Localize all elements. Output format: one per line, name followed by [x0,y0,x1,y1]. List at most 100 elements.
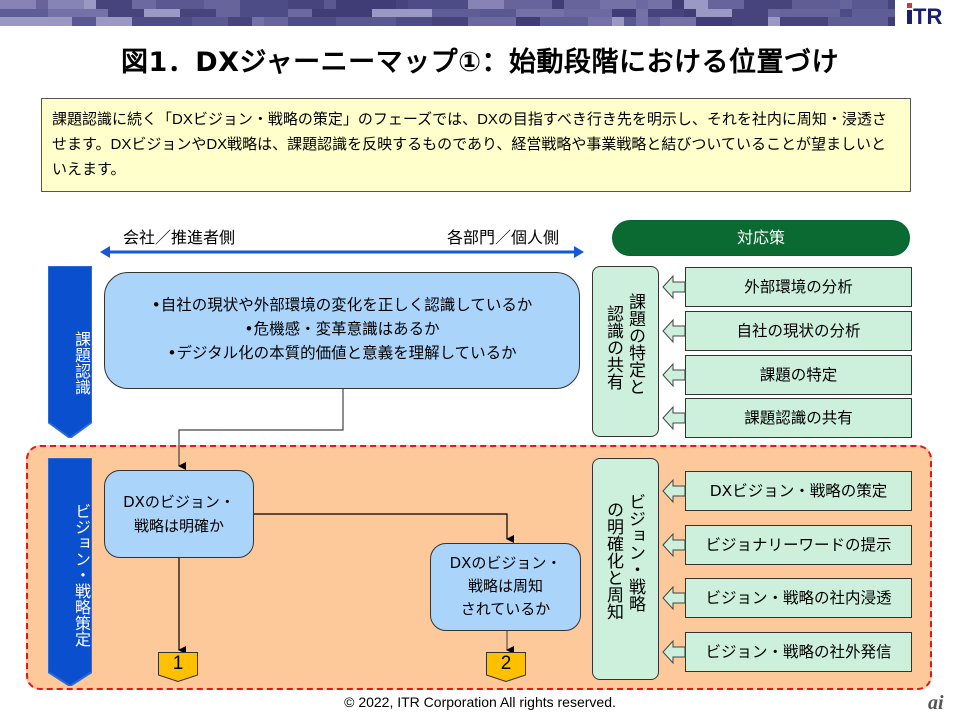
measure-item: 課題の特定 [685,355,912,395]
left-arrow-icon [662,362,686,388]
banner-tile [336,0,396,9]
banner-tile [396,17,432,26]
measure-item: ビジョン・戦略の社内浸透 [685,578,912,618]
copyright-footer: © 2022, ITR Corporation All rights reser… [344,694,616,710]
double-arrow-axis [100,246,584,258]
banner-tile [684,8,696,18]
banner-tile [204,0,240,9]
banner-tile [888,0,895,9]
banner-tile [768,8,780,18]
banner-tile [324,0,336,9]
banner-tile [228,17,252,26]
group-vision-clarification: ビジョン・戦略 の明確化と周知 [592,458,659,680]
banner-tile [696,8,732,18]
banner-tile [396,0,408,9]
marker-2: 2 [486,652,526,683]
banner-tile [552,0,564,9]
banner-tile [504,0,552,9]
issue-line: •デジタル化の本質的価値と意義を理解しているか [167,344,517,362]
left-arrow-icon [662,478,686,504]
left-arrow-icon [662,639,686,665]
axis-right-label: 各部門／個人側 [447,228,560,247]
banner-tile [240,8,288,18]
group-label-col1: ビジョン・戦略 [625,493,645,612]
banner-tile [540,8,564,18]
banner-tile [48,17,72,26]
banner-tile [84,0,96,9]
question-line: DXのビジョン・ [123,493,235,511]
itr-logo: TR [905,0,955,29]
banner-tile [840,0,852,9]
measure-item: 課題認識の共有 [685,398,912,438]
banner-tile [84,17,96,26]
issue-recognition-box: •自社の現状や外部環境の変化を正しく認識しているか •危機感・変革意識はあるか … [104,272,580,389]
banner-tile [36,0,48,9]
banner-tile [672,0,684,9]
banner-tile [192,17,228,26]
banner-tile [648,0,672,9]
banner-tile [612,8,636,18]
stage-banner-issue-recognition: 課題認識 [48,266,92,438]
stage-banner-label: 課題認識 [72,331,91,395]
header-banner [0,0,895,26]
banner-tile [144,8,180,18]
left-arrow-icon [662,405,686,431]
response-header: 対応策 [612,220,910,256]
banner-tile [264,17,288,26]
banner-tile [636,8,648,18]
group-label-col2: 認識の共有 [603,305,623,390]
banner-tile [612,17,624,26]
banner-tile [180,8,216,18]
banner-tile [312,8,372,18]
banner-tile [468,0,504,9]
measure-item: ビジョナリーワードの提示 [685,525,912,565]
banner-tile [648,17,660,26]
banner-tile [288,17,336,26]
banner-tile [336,17,348,26]
banner-tile [516,8,540,18]
banner-tile [516,17,540,26]
banner-tile [708,0,744,9]
banner-tile [432,17,468,26]
banner-tile [0,17,48,26]
banner-tile [468,17,480,26]
banner-tile [132,17,192,26]
banner-tile [132,0,156,9]
banner-tile [732,17,768,26]
marker-label: 1 [172,653,184,674]
banner-tile [240,0,288,9]
summary-box: 課題認識に続く「DXビジョン・戦略の策定」のフェーズでは、DXの目指すべき行き先… [41,98,911,192]
measure-item: 外部環境の分析 [685,267,912,307]
banner-tile [0,8,48,18]
left-arrow-icon [662,585,686,611]
issue-line: •危機感・変革意識はあるか [244,320,440,338]
banner-tile [792,0,840,9]
banner-tile [660,17,696,26]
banner-tile [648,8,684,18]
svg-text:TR: TR [913,4,942,26]
banner-tile [72,17,84,26]
banner-tile [288,0,324,9]
banner-tile [684,0,708,9]
group-label-col1: 課題の特定と [625,293,645,395]
banner-tile [96,17,132,26]
banner-tile [252,17,264,26]
banner-tile [48,0,84,9]
banner-tile [636,17,648,26]
question-line: 戦略は明確か [133,517,224,535]
banner-tile [828,17,888,26]
measure-item: 自社の現状の分析 [685,311,912,351]
banner-tile [636,0,648,9]
banner-tile [840,8,852,18]
banner-tile [768,17,780,26]
banner-tile [0,0,36,9]
banner-tile [480,8,516,18]
banner-tile [432,8,480,18]
banner-tile [744,0,792,9]
vision-awareness-question-box: DXのビジョン・ 戦略は周知 されているか [430,543,581,631]
banner-tile [540,17,588,26]
banner-tile [288,8,312,18]
left-arrow-icon [662,532,686,558]
issue-line: •自社の現状や外部環境の変化を正しく認識しているか [151,296,533,314]
banner-tile [888,17,895,26]
